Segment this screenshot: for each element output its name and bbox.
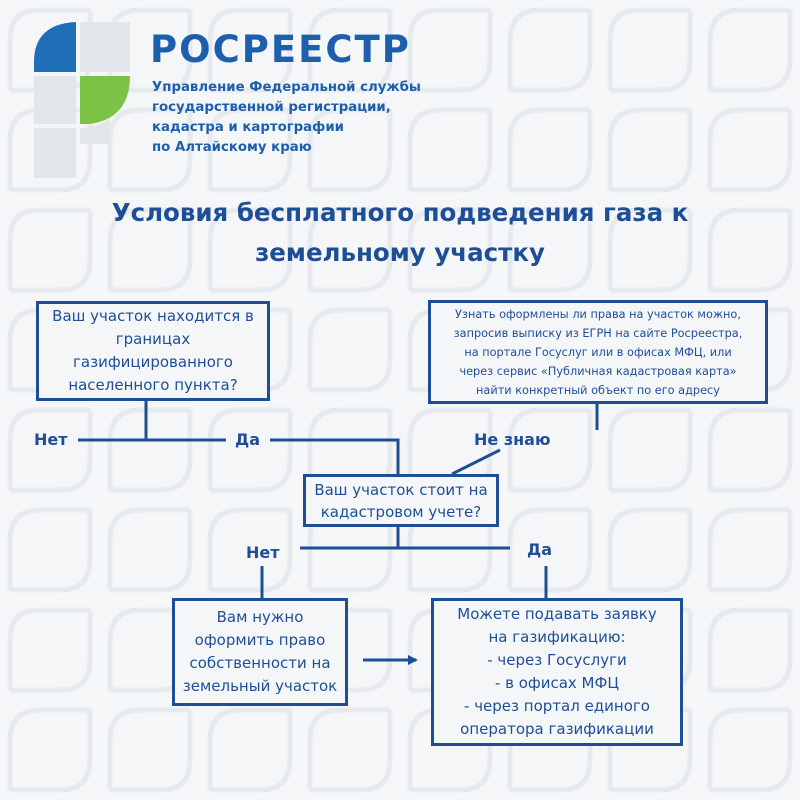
edge-label-dont-know: Не знаю	[474, 430, 551, 449]
page-title: Условия бесплатного подведения газа к зе…	[60, 193, 740, 273]
box-text-line: населенного пункта?	[68, 376, 238, 394]
question-gasified-settlement: Ваш участок находится в границах газифиц…	[36, 301, 270, 401]
box-text-line: оформить право	[194, 631, 326, 649]
edge-label-yes: Да	[235, 430, 261, 449]
info-check-rights: Узнать оформлены ли права на участок мож…	[428, 300, 768, 404]
box-text-line: границах	[115, 330, 191, 348]
box-text-line: на портале Госуслуг или в офисах МФЦ, ил…	[464, 345, 732, 359]
organization-name: Управление Федеральной службы государств…	[152, 78, 472, 158]
brand-name: РОСРЕЕСТР	[150, 28, 411, 71]
title-line: земельному участку	[255, 238, 545, 267]
box-text-line: Можете подавать заявку	[457, 605, 657, 623]
connector-yes-to-q2	[270, 438, 400, 474]
rosreestr-logo-icon	[34, 22, 130, 178]
edge-label-yes: Да	[527, 540, 553, 559]
box-text-line: запросив выписку из ЕГРН на сайте Росрее…	[453, 326, 743, 340]
box-text-line: - в офисах МФЦ	[494, 674, 620, 692]
box-text-line: Вам нужно	[216, 608, 304, 626]
box-text-line: собственности на	[189, 654, 331, 672]
box-text-line: Ваш участок находится в	[52, 307, 254, 325]
org-line: Управление Федеральной службы	[152, 80, 421, 95]
action-apply-gasification: Можете подавать заявку на газификацию: -…	[431, 598, 683, 746]
box-text-line: кадастровом учете?	[320, 502, 482, 521]
box-text-line: на газификацию:	[488, 628, 626, 646]
org-line: государственной регистрации,	[152, 100, 391, 115]
connector-dont-know-to-q2	[451, 448, 501, 476]
action-register-ownership: Вам нужно оформить право собственности н…	[172, 598, 348, 706]
question-cadastral-registration: Ваш участок стоит на кадастровом учете?	[303, 474, 499, 527]
edge-label-no: Нет	[246, 543, 280, 562]
box-text-line: - через портал единого	[464, 697, 650, 715]
box-text-line: газифицированного	[73, 353, 233, 371]
title-line: Условия бесплатного подведения газа к	[111, 198, 689, 227]
box-text-line: Ваш участок стоит на	[314, 480, 488, 499]
box-text-line: - через Госуслуги	[487, 651, 627, 669]
org-line: по Алтайскому краю	[152, 140, 312, 155]
box-text-line: найти конкретный объект по его адресу	[476, 383, 720, 397]
edge-label-no: Нет	[34, 430, 68, 449]
box-text-line: Узнать оформлены ли права на участок мож…	[455, 307, 741, 321]
box-text-line: через сервис «Публичная кадастровая карт…	[459, 364, 737, 378]
box-text-line: земельный участок	[182, 677, 338, 695]
org-line: кадастра и картографии	[152, 120, 344, 135]
box-text-line: оператора газификации	[460, 720, 654, 738]
